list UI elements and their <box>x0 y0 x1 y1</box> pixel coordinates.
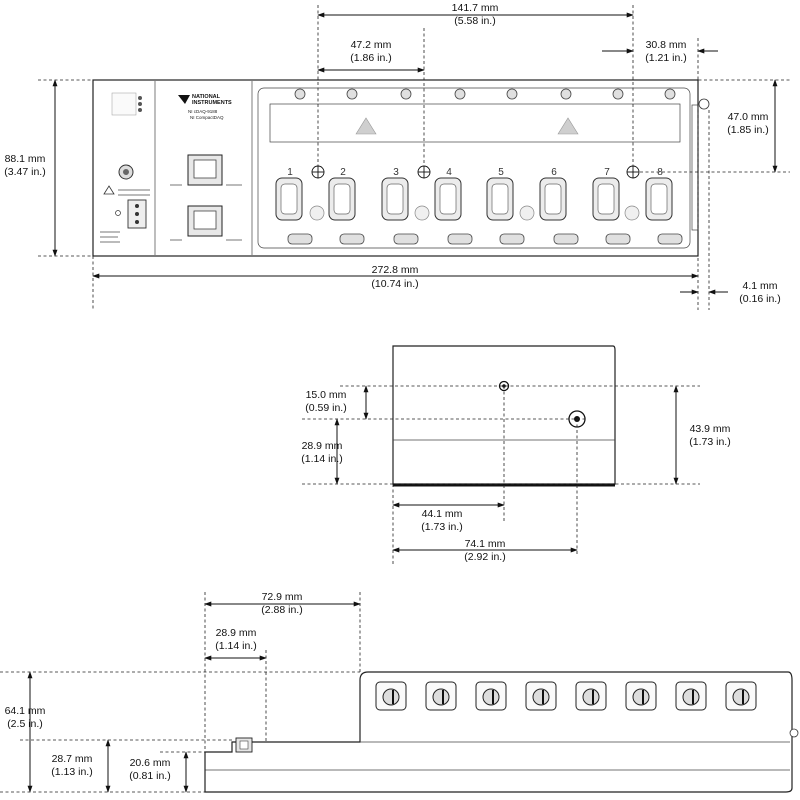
dim-label: 47.2 mm <box>351 39 392 51</box>
module-bay <box>257 87 691 249</box>
dim-label: 4.1 mm <box>742 280 777 292</box>
dim-label: 28.9 mm <box>302 440 343 452</box>
controller-panel: NATIONAL INSTRUMENTS NI cDAQ-9188 NI Com… <box>170 94 242 241</box>
ni-eagle-logo-icon <box>178 95 190 104</box>
esd-warning-icon <box>355 117 377 135</box>
dim-label: (10.74 in.) <box>371 278 418 290</box>
dim-label: (0.81 in.) <box>129 770 170 782</box>
esd-warning-icon <box>557 117 579 135</box>
dim-label: (1.73 in.) <box>689 436 730 448</box>
end-view-outline <box>392 345 616 485</box>
dim-label: (2.5 in.) <box>7 718 43 730</box>
slot-number: 7 <box>604 167 610 178</box>
dim-label: 141.7 mm <box>452 2 499 14</box>
slot-number: 8 <box>657 167 663 178</box>
model-sublabel: NI CompactDAQ <box>190 115 224 120</box>
dim-label: (1.13 in.) <box>51 766 92 778</box>
slot-number: 4 <box>446 167 452 178</box>
dim-label: (0.16 in.) <box>739 293 780 305</box>
dim-label: 74.1 mm <box>465 538 506 550</box>
slot-number: 6 <box>551 167 557 178</box>
ground-screw-icon <box>789 728 799 738</box>
mounting-holes <box>311 165 640 179</box>
slot-number: 3 <box>393 167 399 178</box>
dim-label: (3.47 in.) <box>4 166 45 178</box>
dim-label: 43.9 mm <box>690 423 731 435</box>
dim-label: (1.86 in.) <box>350 52 391 64</box>
dim-label: (5.58 in.) <box>454 15 495 27</box>
caution-icon <box>103 185 115 195</box>
dim-label: 20.6 mm <box>130 757 171 769</box>
dim-label: (2.88 in.) <box>261 604 302 616</box>
bottom-latches <box>287 233 683 245</box>
dim-label: 15.0 mm <box>306 389 347 401</box>
front-dimensions: 141.7 mm (5.58 in.) 47.2 mm (1.86 in.) 3… <box>4 2 790 310</box>
side-view-outline <box>204 671 793 793</box>
dim-label: (1.85 in.) <box>727 124 768 136</box>
dim-label: 44.1 mm <box>422 508 463 520</box>
end-view: 15.0 mm (0.59 in.) 28.9 mm (1.14 in.) 43… <box>301 345 731 565</box>
dim-label: 64.1 mm <box>5 705 46 717</box>
front-view: 1 2 3 4 5 6 7 8 NATIONAL INSTRUMENT <box>4 2 790 310</box>
dim-label: (1.14 in.) <box>301 453 342 465</box>
logo-text: NATIONAL <box>192 94 221 100</box>
dim-label: 28.9 mm <box>216 627 257 639</box>
logo-text: INSTRUMENTS <box>192 100 232 106</box>
label-area <box>269 103 681 143</box>
side-view: 72.9 mm (2.88 in.) 28.9 mm (1.14 in.) 64… <box>0 591 799 793</box>
dim-label: (2.92 in.) <box>464 551 505 563</box>
dim-label: 47.0 mm <box>728 111 769 123</box>
dim-label: 30.8 mm <box>646 39 687 51</box>
dim-label: 72.9 mm <box>262 591 303 603</box>
dim-label: (1.14 in.) <box>215 640 256 652</box>
slot-number: 1 <box>287 167 293 178</box>
ground-screw-icon <box>698 98 710 110</box>
dim-label: (1.21 in.) <box>645 52 686 64</box>
dim-label: (0.59 in.) <box>305 402 346 414</box>
slot-number: 2 <box>340 167 346 178</box>
dim-label: (1.73 in.) <box>421 521 462 533</box>
top-latches <box>294 88 676 100</box>
dim-label: 272.8 mm <box>372 264 419 276</box>
dim-label: 88.1 mm <box>5 153 46 165</box>
dim-label: 28.7 mm <box>52 753 93 765</box>
slot-number: 5 <box>498 167 504 178</box>
power-panel <box>100 92 150 243</box>
model-label: NI cDAQ-9188 <box>188 109 218 114</box>
